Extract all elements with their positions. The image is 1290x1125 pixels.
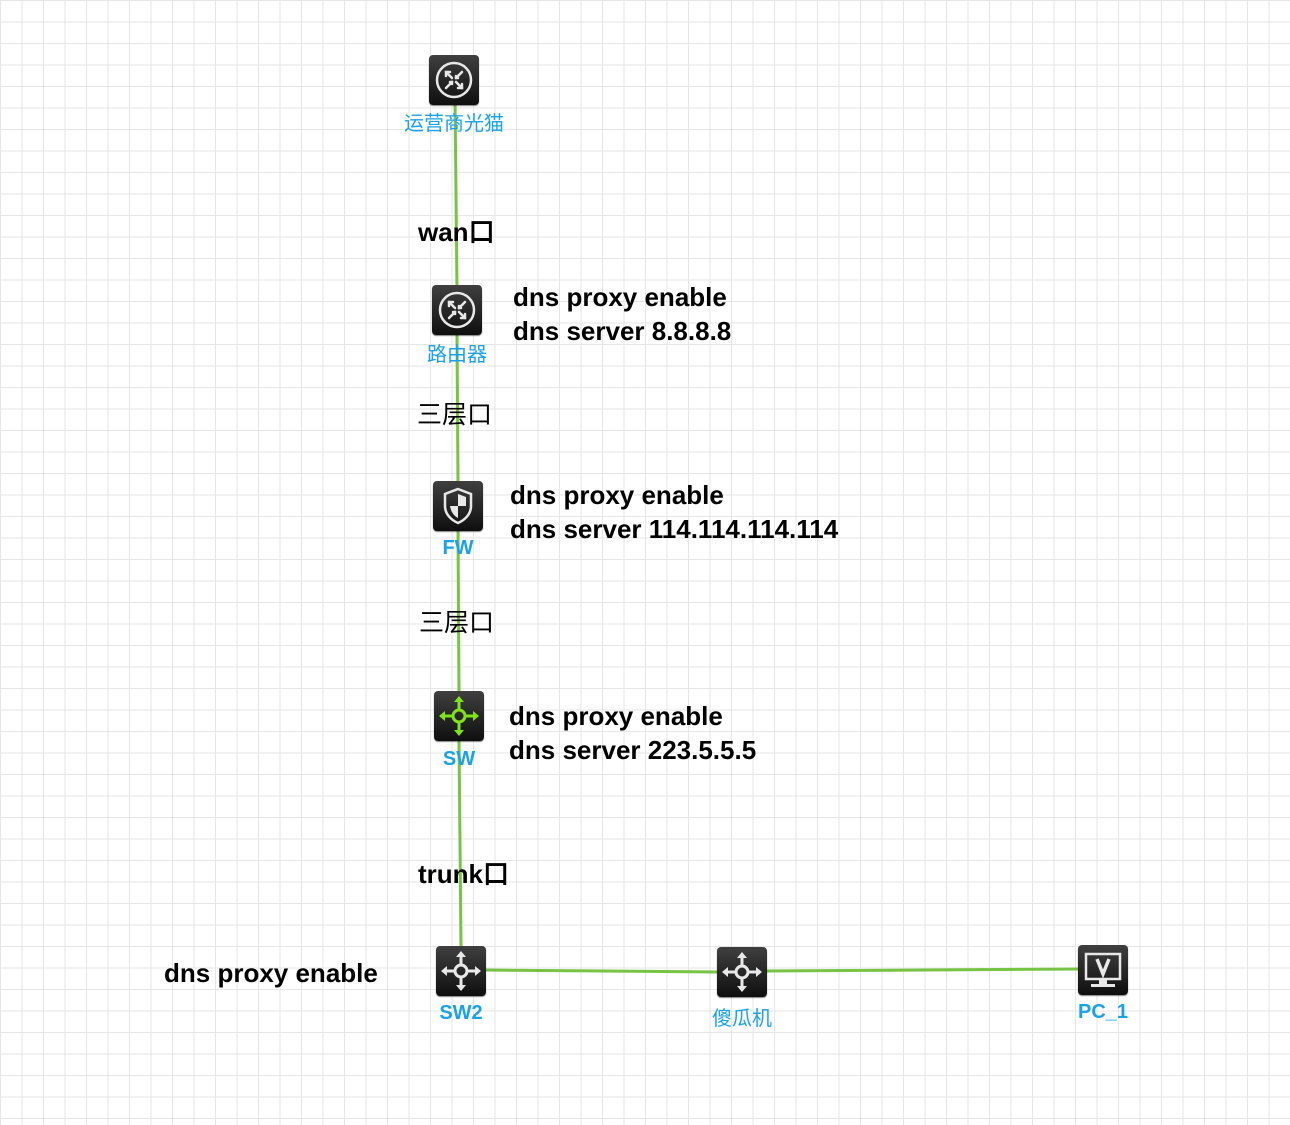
link-sw-sw2[interactable]	[457, 739, 463, 949]
firewall-icon	[433, 481, 483, 531]
note-router-dns: dns proxy enable dns server 8.8.8.8	[513, 280, 731, 348]
port-label-l3-router: 三层口	[417, 400, 493, 429]
note-line: dns proxy enable	[164, 958, 378, 988]
node-label: SW2	[439, 1002, 483, 1024]
port-label-l3-fw: 三层口	[419, 608, 495, 637]
note-sw-dns: dns proxy enable dns server 223.5.5.5	[509, 699, 756, 767]
node-label: SW	[442, 748, 476, 770]
node-label: PC_1	[1077, 1001, 1129, 1023]
note-line: dns proxy enable	[513, 282, 727, 312]
switch-icon	[436, 946, 486, 996]
link-sw2-dumb[interactable]	[484, 968, 719, 974]
router-icon	[432, 285, 482, 335]
note-fw-dns: dns proxy enable dns server 114.114.114.…	[510, 478, 838, 546]
link-fw-sw[interactable]	[456, 529, 461, 695]
node-label: 运营商光猫	[404, 111, 504, 135]
node-label: 路由器	[427, 342, 487, 366]
pc-monitor-icon	[1078, 945, 1128, 995]
port-label-trunk: trunk口	[418, 859, 510, 889]
port-label-wan: wan口	[418, 217, 495, 247]
link-router-fw[interactable]	[455, 334, 460, 485]
link-modem-router[interactable]	[453, 99, 459, 291]
note-line: dns server 8.8.8.8	[513, 316, 732, 346]
note-line: dns proxy enable	[509, 701, 723, 731]
note-line: dns proxy enable	[510, 480, 724, 510]
node-label: FW	[442, 537, 474, 559]
link-dumb-pc[interactable]	[764, 967, 1081, 973]
l3-switch-icon	[434, 691, 484, 741]
note-line: dns server 223.5.5.5	[509, 735, 757, 765]
router-icon	[429, 55, 479, 105]
node-label: 傻瓜机	[712, 1006, 772, 1030]
switch-icon	[717, 947, 767, 997]
note-sw2-dns: dns proxy enable	[164, 956, 378, 990]
note-line: dns server 114.114.114.114	[510, 514, 839, 544]
